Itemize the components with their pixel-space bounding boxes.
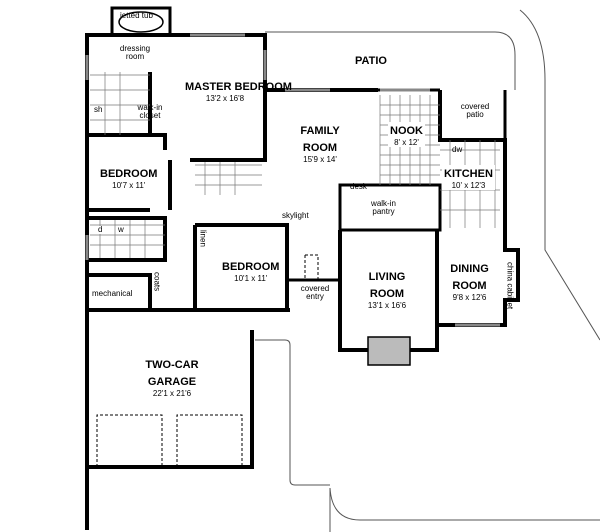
washer-label: w (118, 225, 124, 235)
room-name: MASTER BEDROOM (185, 81, 292, 93)
room-name: TWO-CAR GARAGE (145, 359, 199, 388)
room-size: 10'1 x 11' (234, 273, 268, 283)
room-size: 13'1 x 16'6 (367, 300, 407, 310)
coats-label: coats (152, 272, 162, 292)
jetted-tub-shape (118, 11, 164, 33)
room-size: 13'2 x 16'8 (205, 93, 245, 103)
shower-label: sh (94, 105, 103, 114)
patio-outline (255, 9, 600, 532)
room-size: 10' x 12'3 (451, 180, 486, 190)
covered-entry-label: covered entry (300, 284, 330, 302)
room-size: 15'9 x 14' (303, 154, 337, 164)
room-name: LIVING ROOM (368, 271, 406, 300)
room-name: FAMILY ROOM (300, 125, 340, 154)
china-cabinet-label: china cabinet (505, 262, 515, 310)
walls (85, 6, 520, 530)
room-name: DINING ROOM (450, 263, 489, 292)
room-name: BEDROOM (100, 168, 158, 180)
room-name: KITCHEN (444, 168, 493, 180)
room-size: 10'7 x 11' (112, 180, 146, 190)
walk-in-pantry-label: walk-in pantry (366, 199, 401, 217)
dishwasher-label: dw (452, 145, 463, 154)
jetted-tub-label: jetted tub (120, 11, 153, 20)
room-name: NOOK (390, 125, 423, 137)
linen-label: linen (198, 230, 208, 247)
room-size: 9'8 x 12'6 (452, 292, 487, 302)
room-size: 22'1 x 21'6 (152, 388, 192, 398)
dryer-label: d (98, 225, 103, 235)
mechanical-label: mechanical (92, 289, 133, 298)
room-size: 8' x 12' (394, 137, 419, 147)
walk-in-closet-label: walk-in closet (137, 103, 163, 121)
room-name: BEDROOM (222, 261, 280, 273)
desk-label: desk (350, 182, 367, 191)
covered-patio-label: covered patio (460, 102, 490, 120)
skylight-label: skylight (282, 211, 309, 220)
patio-label: PATIO (355, 55, 387, 67)
fireplace (367, 336, 411, 366)
garage-doors (96, 254, 319, 467)
dressing-room-label: dressing room (119, 44, 151, 62)
